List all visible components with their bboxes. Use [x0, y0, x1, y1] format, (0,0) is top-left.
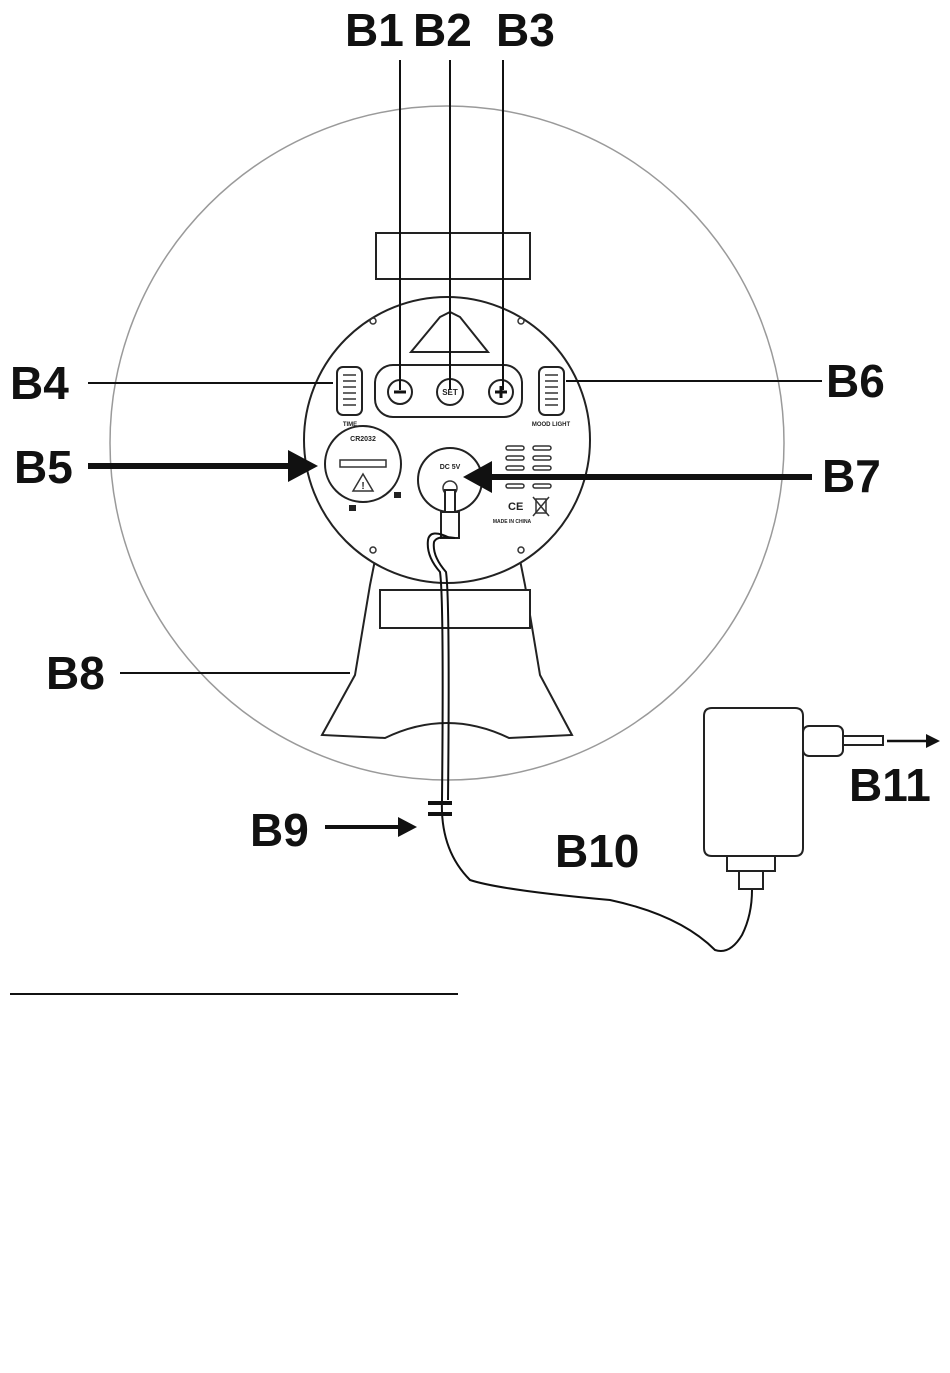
callout-b10: B10 [555, 825, 639, 877]
stand-window [380, 590, 530, 628]
callout-b2: B2 [413, 4, 472, 56]
adapter-plug-base [803, 726, 843, 756]
b9-arrowhead [398, 817, 417, 837]
b11-arrowhead [926, 734, 940, 748]
unlock-icon [394, 492, 401, 498]
callout-b3: B3 [496, 4, 555, 56]
made-in-label: MADE IN CHINA [493, 519, 532, 525]
battery-type-label: CR2032 [350, 436, 376, 443]
plus-button[interactable] [489, 380, 513, 404]
time-slider-switch[interactable] [337, 367, 362, 415]
adapter-pin [843, 736, 883, 745]
cable-tie [428, 801, 452, 805]
callout-b4: B4 [10, 357, 69, 409]
callout-b7: B7 [822, 450, 881, 502]
minus-icon [394, 391, 406, 394]
callout-b8: B8 [46, 647, 105, 699]
callout-b5: B5 [14, 441, 73, 493]
svg-text:!: ! [361, 481, 364, 492]
power-jack-label: DC 5V [440, 464, 461, 471]
ce-mark: CE [508, 501, 523, 513]
callout-b9: B9 [250, 804, 309, 856]
adapter-cable-relief [727, 856, 775, 871]
callout-b6: B6 [826, 355, 885, 407]
mood-light-slider-switch[interactable] [539, 367, 564, 415]
callout-b11: B11 [849, 759, 931, 811]
mood-light-slider-label: MOOD LIGHT [532, 422, 571, 428]
lock-icon [349, 505, 356, 511]
power-adapter [704, 708, 803, 856]
callout-b1: B1 [345, 4, 404, 56]
